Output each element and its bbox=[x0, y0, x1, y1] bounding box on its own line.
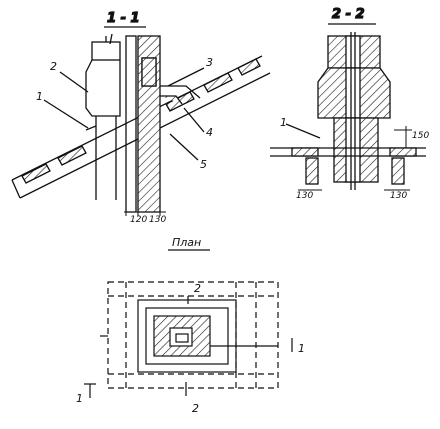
dimension-1-1 bbox=[124, 208, 166, 216]
callout-4: 4 bbox=[206, 126, 213, 139]
roof-slab bbox=[11, 55, 271, 199]
callout-2: 2 bbox=[50, 60, 57, 73]
dim-130-b: 130 bbox=[296, 191, 313, 201]
callout-3: 3 bbox=[206, 56, 213, 69]
dim-130-c: 130 bbox=[390, 191, 407, 201]
cut-2-top: 2 bbox=[194, 282, 201, 295]
cut-1-right: 1 bbox=[298, 342, 305, 355]
section-2-2-title: 2 - 2 bbox=[332, 7, 365, 22]
plan-view: План 2 2 1 1 bbox=[76, 236, 305, 415]
callout-1-2-2: 1 bbox=[280, 116, 287, 129]
section-2-2: 2 - 2 1 150 130 130 bbox=[270, 6, 429, 201]
dim-130-a: 130 bbox=[149, 215, 166, 225]
chimney-pipe bbox=[85, 33, 121, 200]
cut-2-bottom: 2 bbox=[192, 402, 199, 415]
section-1-1: 1 - 1 bbox=[11, 10, 271, 225]
section-1-1-title: 1 - 1 bbox=[107, 11, 140, 26]
plan-title: План bbox=[172, 236, 201, 249]
brick-chimney bbox=[125, 35, 161, 213]
callout-1: 1 bbox=[36, 90, 43, 103]
dim-150: 150 bbox=[412, 131, 429, 141]
dim-120: 120 bbox=[130, 215, 147, 225]
cut-1-left: 1 bbox=[76, 392, 83, 405]
callout-5: 5 bbox=[200, 158, 207, 171]
